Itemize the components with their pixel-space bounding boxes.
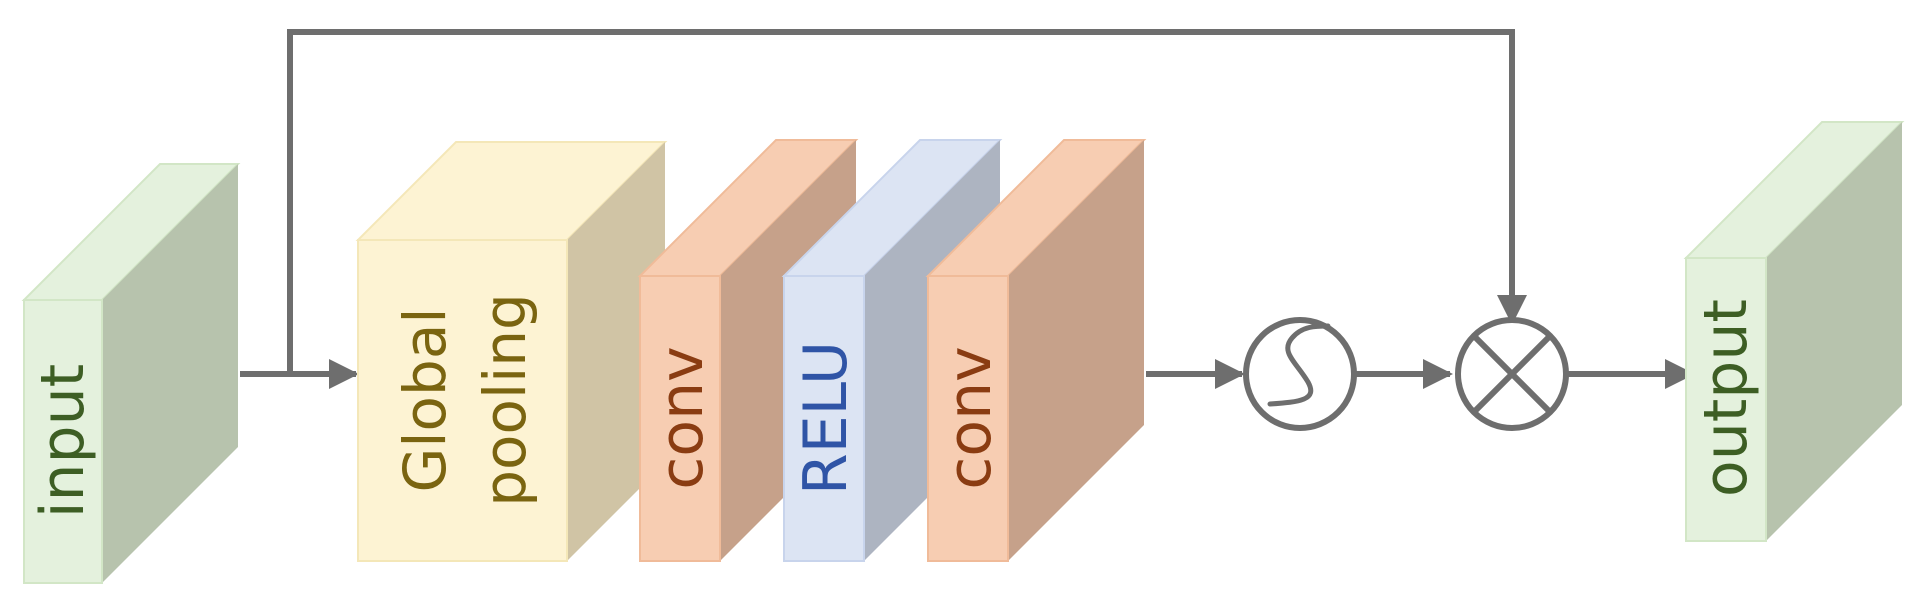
conv-block-2: conv <box>925 139 1147 562</box>
global-pooling-label-line2: pooling <box>471 293 539 507</box>
skip-connection-line <box>287 29 1515 372</box>
input-block: input <box>21 163 241 584</box>
conv-2-label: conv <box>935 346 1005 489</box>
conv-1-label: conv <box>647 346 717 489</box>
sigmoid-icon <box>1243 317 1357 431</box>
global-pooling-label-line1: Global <box>391 307 459 492</box>
input-label: input <box>28 364 98 518</box>
relu-label: RELU <box>791 341 861 495</box>
output-label: output <box>1691 299 1761 497</box>
output-block: output <box>1683 121 1905 542</box>
multiply-icon <box>1455 317 1569 431</box>
global-pooling-block: Global pooling <box>355 141 668 562</box>
